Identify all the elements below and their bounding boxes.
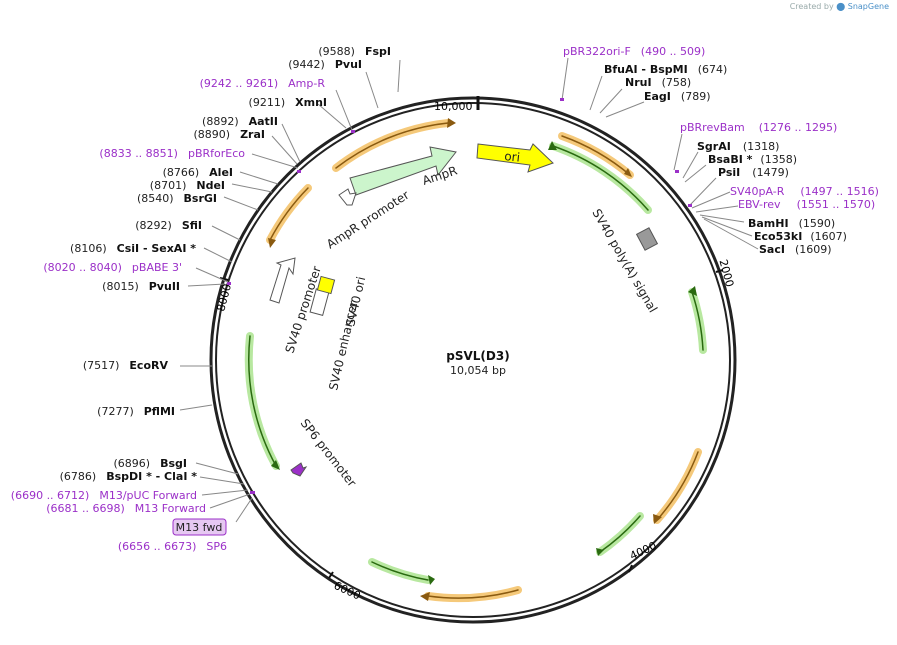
credit-prefix: Created by	[789, 2, 834, 11]
tick-6000	[328, 571, 334, 579]
snapgene-logo-icon: ⬤	[836, 2, 846, 11]
label-ndei: (8701)NdeI	[150, 179, 225, 192]
plasmid-name: pSVL(D3)	[446, 349, 509, 363]
sp6-promoter-label: SP6 promoter	[298, 416, 360, 489]
ampr-promoter-label: AmpR promoter	[324, 188, 412, 252]
backbone-outer	[209, 96, 737, 624]
label-xmni: (9211)XmnI	[249, 96, 327, 109]
orf-orange-lower-right	[653, 448, 702, 524]
tick-label-10000: 10,000	[434, 100, 473, 113]
tick-8000	[219, 277, 229, 281]
label-ebv-rev: EBV-rev(1551 .. 1570)	[738, 198, 875, 211]
m13-fwd-badge-label: M13 fwd	[176, 521, 223, 534]
label-eco53ki: Eco53kI(1607)	[754, 230, 847, 243]
label-aatii: (8892)AatII	[202, 115, 278, 128]
label-eagi: EagI(789)	[644, 90, 711, 103]
plasmid-length: 10,054 bp	[450, 364, 506, 377]
ampr-feature: AmpR	[349, 146, 459, 196]
label-alei: (8766)AleI	[163, 166, 233, 179]
backbone-inner	[215, 102, 731, 618]
label-sfii: (8292)SfiI	[135, 219, 202, 232]
ori-label: ori	[504, 149, 521, 165]
label-bspdi: (6786)BspDI * - ClaI *	[60, 470, 198, 483]
label-fspi: (9588)FspI	[318, 45, 391, 58]
left-label-group: (9588)FspI (9442)PvuI (9242 .. 9261)Amp-…	[11, 45, 391, 553]
right-connectors	[561, 57, 759, 250]
sp6-promoter-feature: SP6 promoter	[290, 416, 360, 490]
sv40-polya-label: SV40 poly(A) signal	[589, 207, 660, 315]
orf-green-right	[688, 288, 707, 354]
label-csii: (8106)CsiI - SexAI *	[70, 242, 196, 255]
right-label-group: pBR322ori-F(490 .. 509) BfuAI - BspMI(67…	[563, 45, 879, 256]
label-pvuii: (8015)PvuII	[102, 280, 180, 293]
label-bfuai: BfuAI - BspMI(674)	[604, 63, 727, 76]
label-sp6: (6656 .. 6673)SP6	[118, 540, 227, 553]
tick-label-6000: 6000	[332, 579, 363, 603]
snapgene-credit: Created by ⬤ SnapGene	[790, 2, 889, 11]
label-saci: SacI(1609)	[759, 243, 832, 256]
label-bamhi: BamHI(1590)	[748, 217, 835, 230]
label-amp-r: (9242 .. 9261)Amp-R	[200, 77, 326, 90]
label-sv40pa-r: SV40pA-R(1497 .. 1516)	[730, 185, 879, 198]
label-bsabi: BsaBI *(1358)	[708, 153, 797, 166]
primer-ticks	[227, 98, 692, 494]
tick-2000	[715, 269, 724, 273]
label-pflmi: (7277)PflMI	[97, 405, 175, 418]
label-bsrgi: (8540)BsrGI	[137, 192, 217, 205]
tick-label-8000: 8000	[214, 282, 234, 312]
tick-4000	[628, 564, 633, 573]
left-connectors	[179, 59, 401, 523]
credit-brand: SnapGene	[847, 2, 889, 11]
label-pbabe3: (8020 .. 8040)pBABE 3'	[43, 261, 182, 274]
label-psii: PsiI(1479)	[718, 166, 789, 179]
ori-feature: ori	[476, 143, 554, 173]
orf-green-lower-right	[596, 512, 644, 556]
label-zrai: (8890)ZraI	[194, 128, 266, 141]
label-bsgi: (6896)BsgI	[114, 457, 187, 470]
orf-arcs	[244, 119, 707, 603]
ampr-promoter-feature: AmpR promoter	[324, 188, 412, 252]
m13-fwd-badge: M13 fwd	[172, 518, 227, 536]
label-pvui: (9442)PvuI	[288, 58, 362, 71]
label-m13puc-forward: (6690 .. 6712)M13/pUC Forward	[11, 489, 197, 502]
label-pbrforeco: (8833 .. 8851)pBRforEco	[99, 147, 245, 160]
label-nrui: NruI(758)	[625, 76, 691, 89]
label-ecorv: (7517)EcoRV	[83, 359, 169, 372]
orf-arrowheads	[268, 118, 697, 601]
orf-green-bottom	[368, 558, 432, 584]
sv40-polya-feature: SV40 poly(A) signal	[589, 207, 660, 315]
label-m13-forward: (6681 .. 6698)M13 Forward	[46, 502, 206, 515]
label-pbrrevbam: pBRrevBam(1276 .. 1295)	[680, 121, 837, 134]
label-pbr322ori-f: pBR322ori-F(490 .. 509)	[563, 45, 705, 58]
label-sgrai: SgrAI(1318)	[697, 140, 779, 153]
